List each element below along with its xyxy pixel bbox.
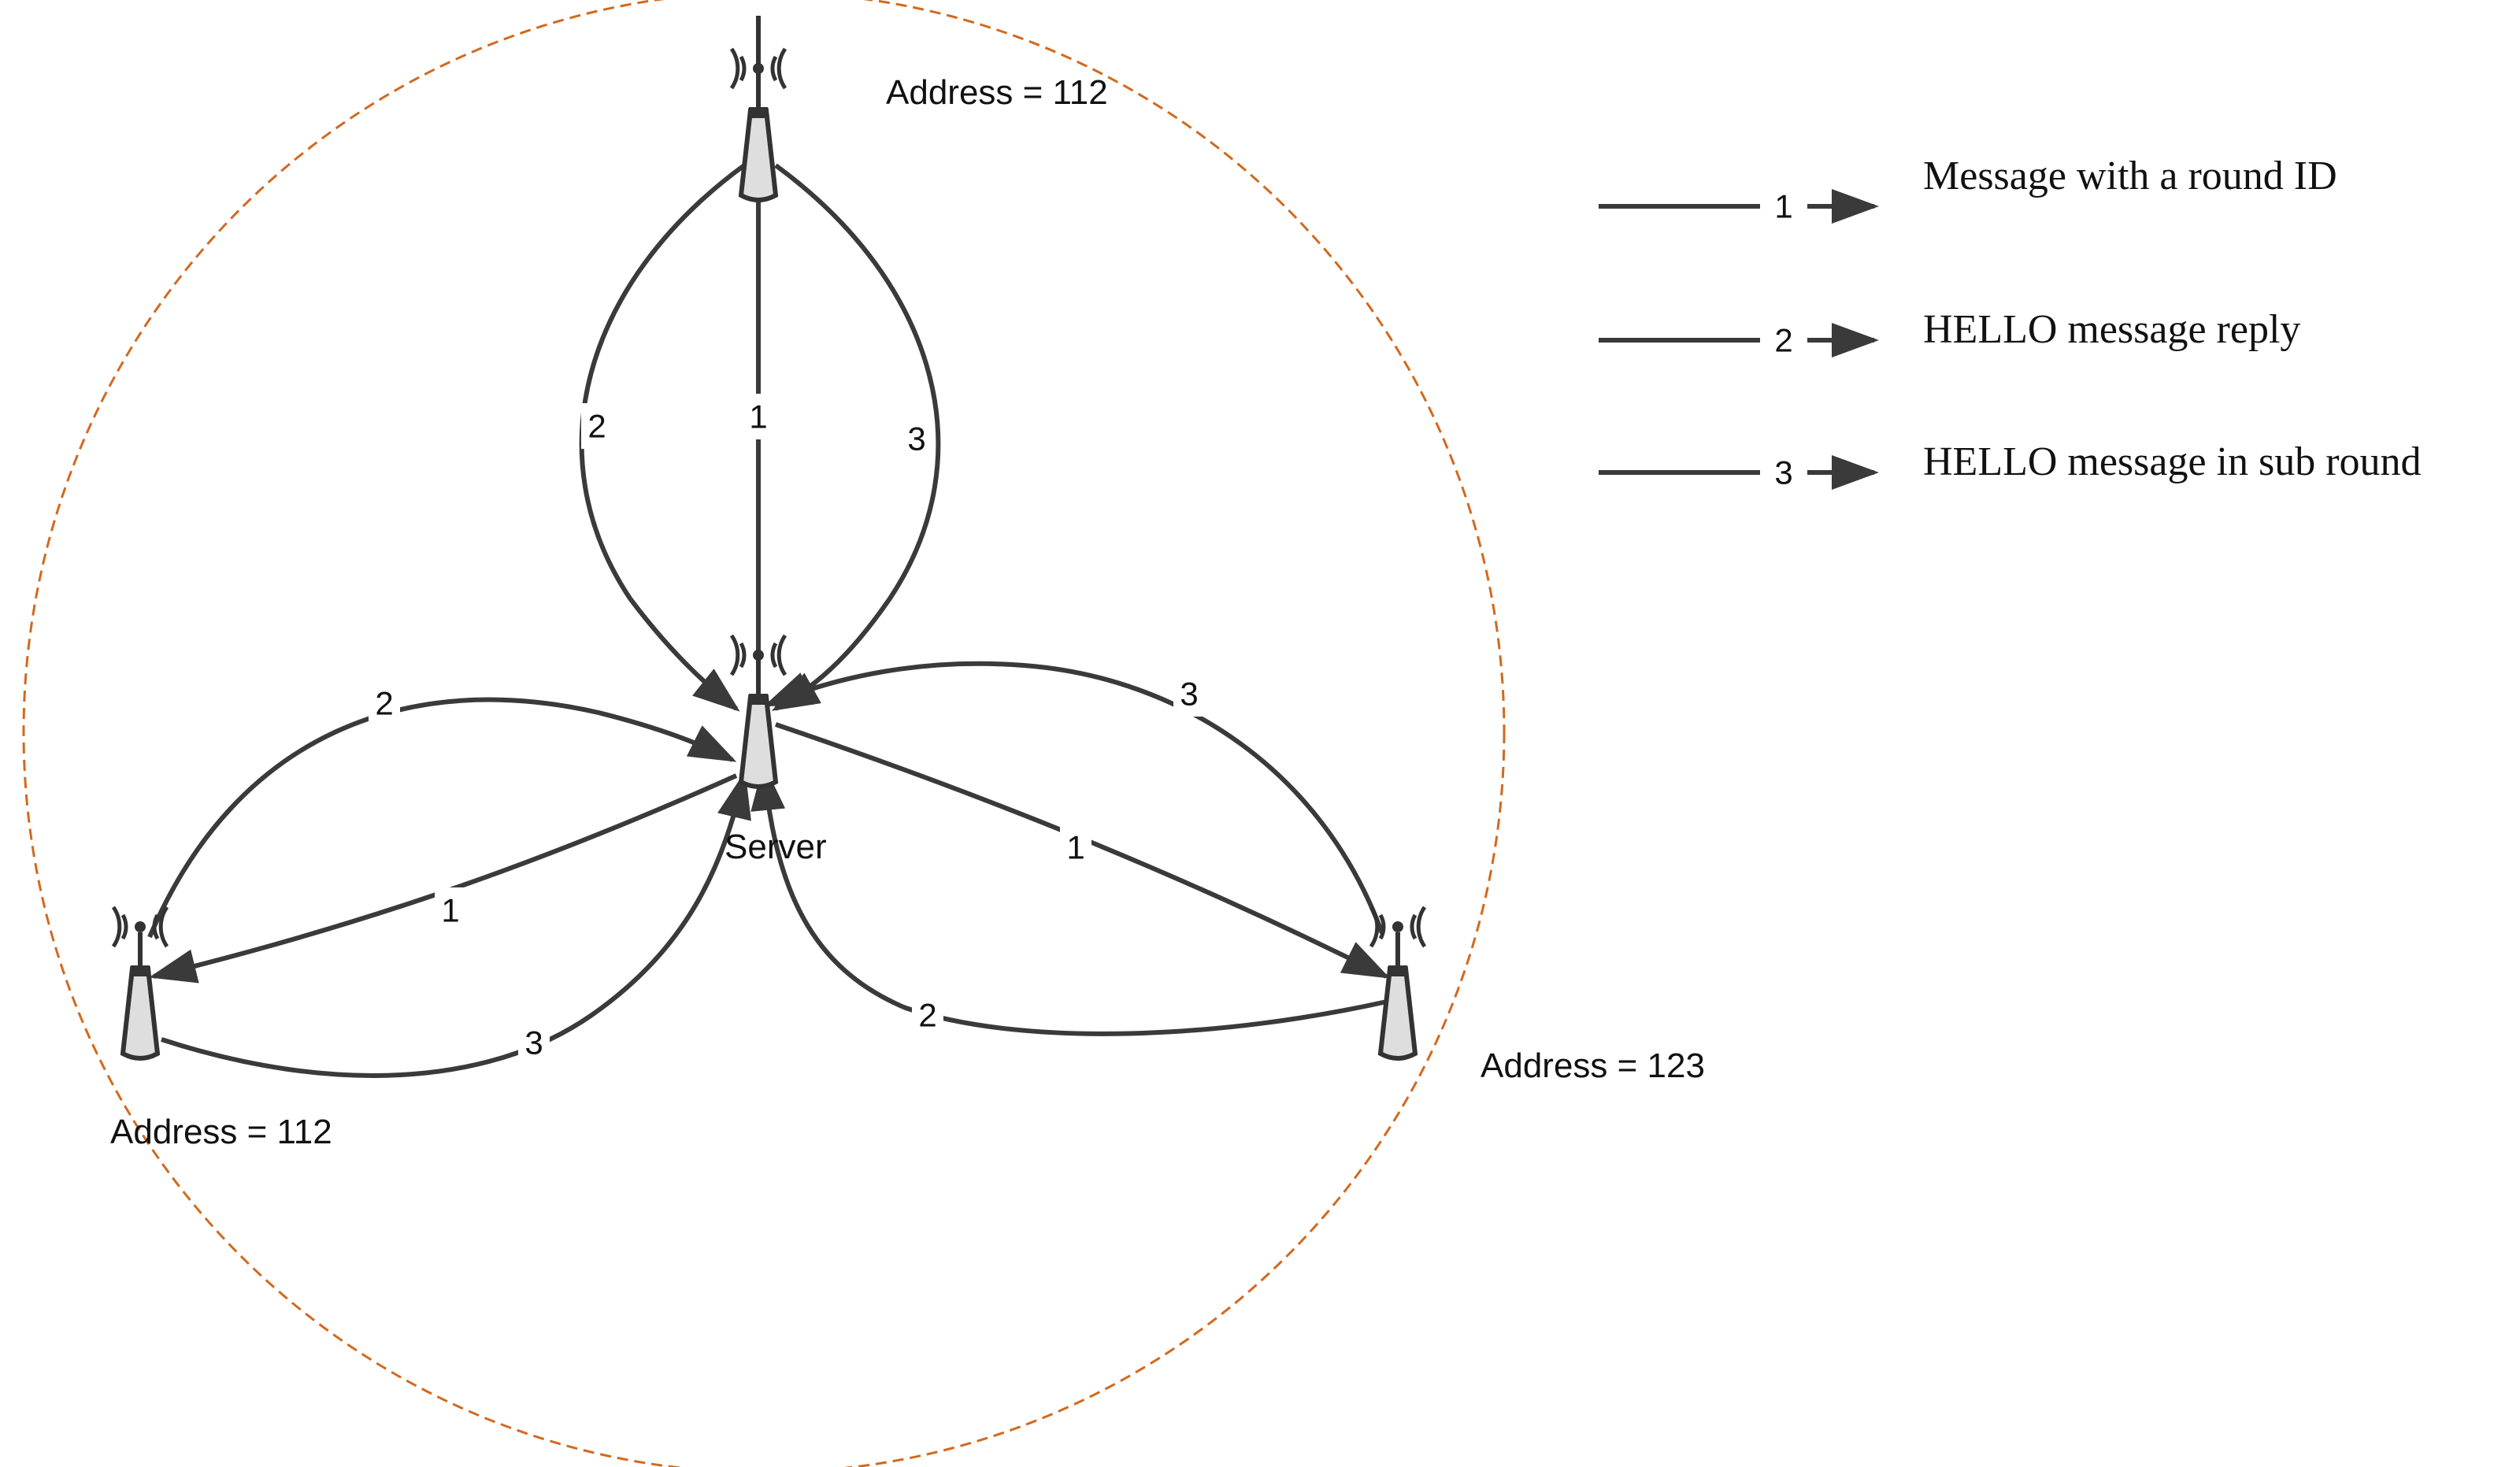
node-right: Address = 123 — [1371, 907, 1705, 1085]
edge-top-1: 1 — [742, 181, 775, 701]
edge-right-2: 2 — [750, 763, 1395, 1038]
wireless-antenna-icon — [732, 49, 785, 200]
edge-right-1: 1 — [775, 722, 1391, 979]
legend-text: HELLO message in sub round — [1923, 439, 2422, 484]
node-label: Address = 112 — [110, 1113, 332, 1151]
edge-top-2: 2 — [579, 163, 746, 712]
node-label: Address = 123 — [1480, 1047, 1705, 1085]
edge-label: 2 — [918, 997, 936, 1034]
edge-label: 3 — [907, 420, 925, 458]
legend-item-3: 3 HELLO message in sub round — [1599, 439, 2422, 491]
edge-label: 2 — [587, 408, 606, 445]
legend-number: 2 — [1774, 322, 1792, 359]
edge-right-3: 3 — [763, 661, 1384, 935]
edge-left-3: 3 — [161, 771, 751, 1078]
edge-label: 1 — [441, 892, 459, 929]
edge-label: 3 — [524, 1024, 543, 1061]
wireless-antenna-icon — [732, 635, 785, 787]
edge-label: 1 — [1066, 829, 1084, 866]
edge-label: 1 — [749, 398, 767, 435]
legend-text: Message with a round ID — [1923, 154, 2337, 198]
legend: 1 Message with a round ID 2 HELLO messag… — [1599, 154, 2422, 491]
legend-text: HELLO message reply — [1923, 307, 2300, 352]
edge-top-3: 3 — [771, 163, 941, 711]
edge-left-2: 2 — [147, 680, 737, 939]
legend-number: 3 — [1774, 454, 1792, 491]
node-top: Address = 112 — [732, 49, 1108, 200]
node-label: Server — [724, 828, 827, 866]
range-circle — [22, 0, 1506, 1467]
legend-item-1: 1 Message with a round ID — [1599, 154, 2337, 225]
node-server: Server — [724, 635, 827, 866]
edge-left-1: 1 — [149, 773, 738, 984]
wireless-antenna-icon — [113, 907, 167, 1058]
legend-item-2: 2 HELLO message reply — [1599, 307, 2300, 359]
edge-label: 2 — [375, 685, 393, 722]
node-left: Address = 112 — [110, 907, 332, 1151]
legend-number: 1 — [1774, 188, 1792, 225]
node-label: Address = 112 — [886, 73, 1108, 112]
edge-label: 3 — [1180, 676, 1198, 713]
